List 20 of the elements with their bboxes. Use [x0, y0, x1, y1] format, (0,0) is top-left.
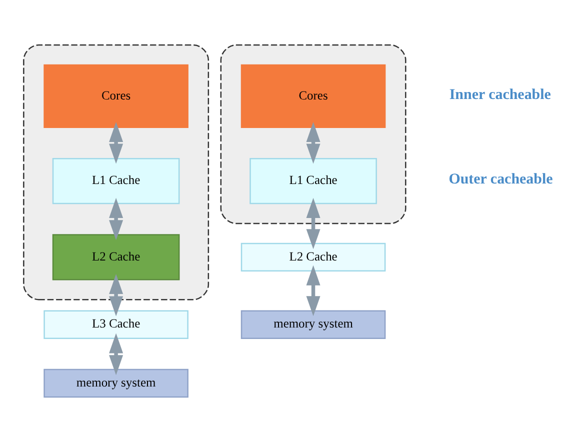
cluster: [23, 44, 210, 300]
arrow: [306, 122, 320, 164]
label: Outer cacheable: [448, 172, 553, 188]
arrow: [306, 265, 320, 316]
cluster: [220, 44, 406, 224]
node-box: L3 Cache: [44, 310, 188, 339]
arrow: [109, 274, 124, 316]
node-box: L2 Cache: [52, 234, 180, 280]
node-box: L2 Cache: [240, 242, 386, 272]
node-box: memory system: [240, 310, 386, 339]
node-box: L1 Cache: [250, 158, 377, 204]
node-box: Cores: [44, 64, 188, 128]
label: Inner cacheable: [449, 86, 551, 103]
arrow: [109, 333, 124, 376]
node-box: Cores: [240, 64, 386, 128]
node-box: memory system: [44, 368, 188, 398]
arrow: [306, 198, 320, 250]
arrow: [109, 198, 124, 240]
arrow: [109, 122, 124, 164]
node-box: L1 Cache: [52, 158, 180, 204]
